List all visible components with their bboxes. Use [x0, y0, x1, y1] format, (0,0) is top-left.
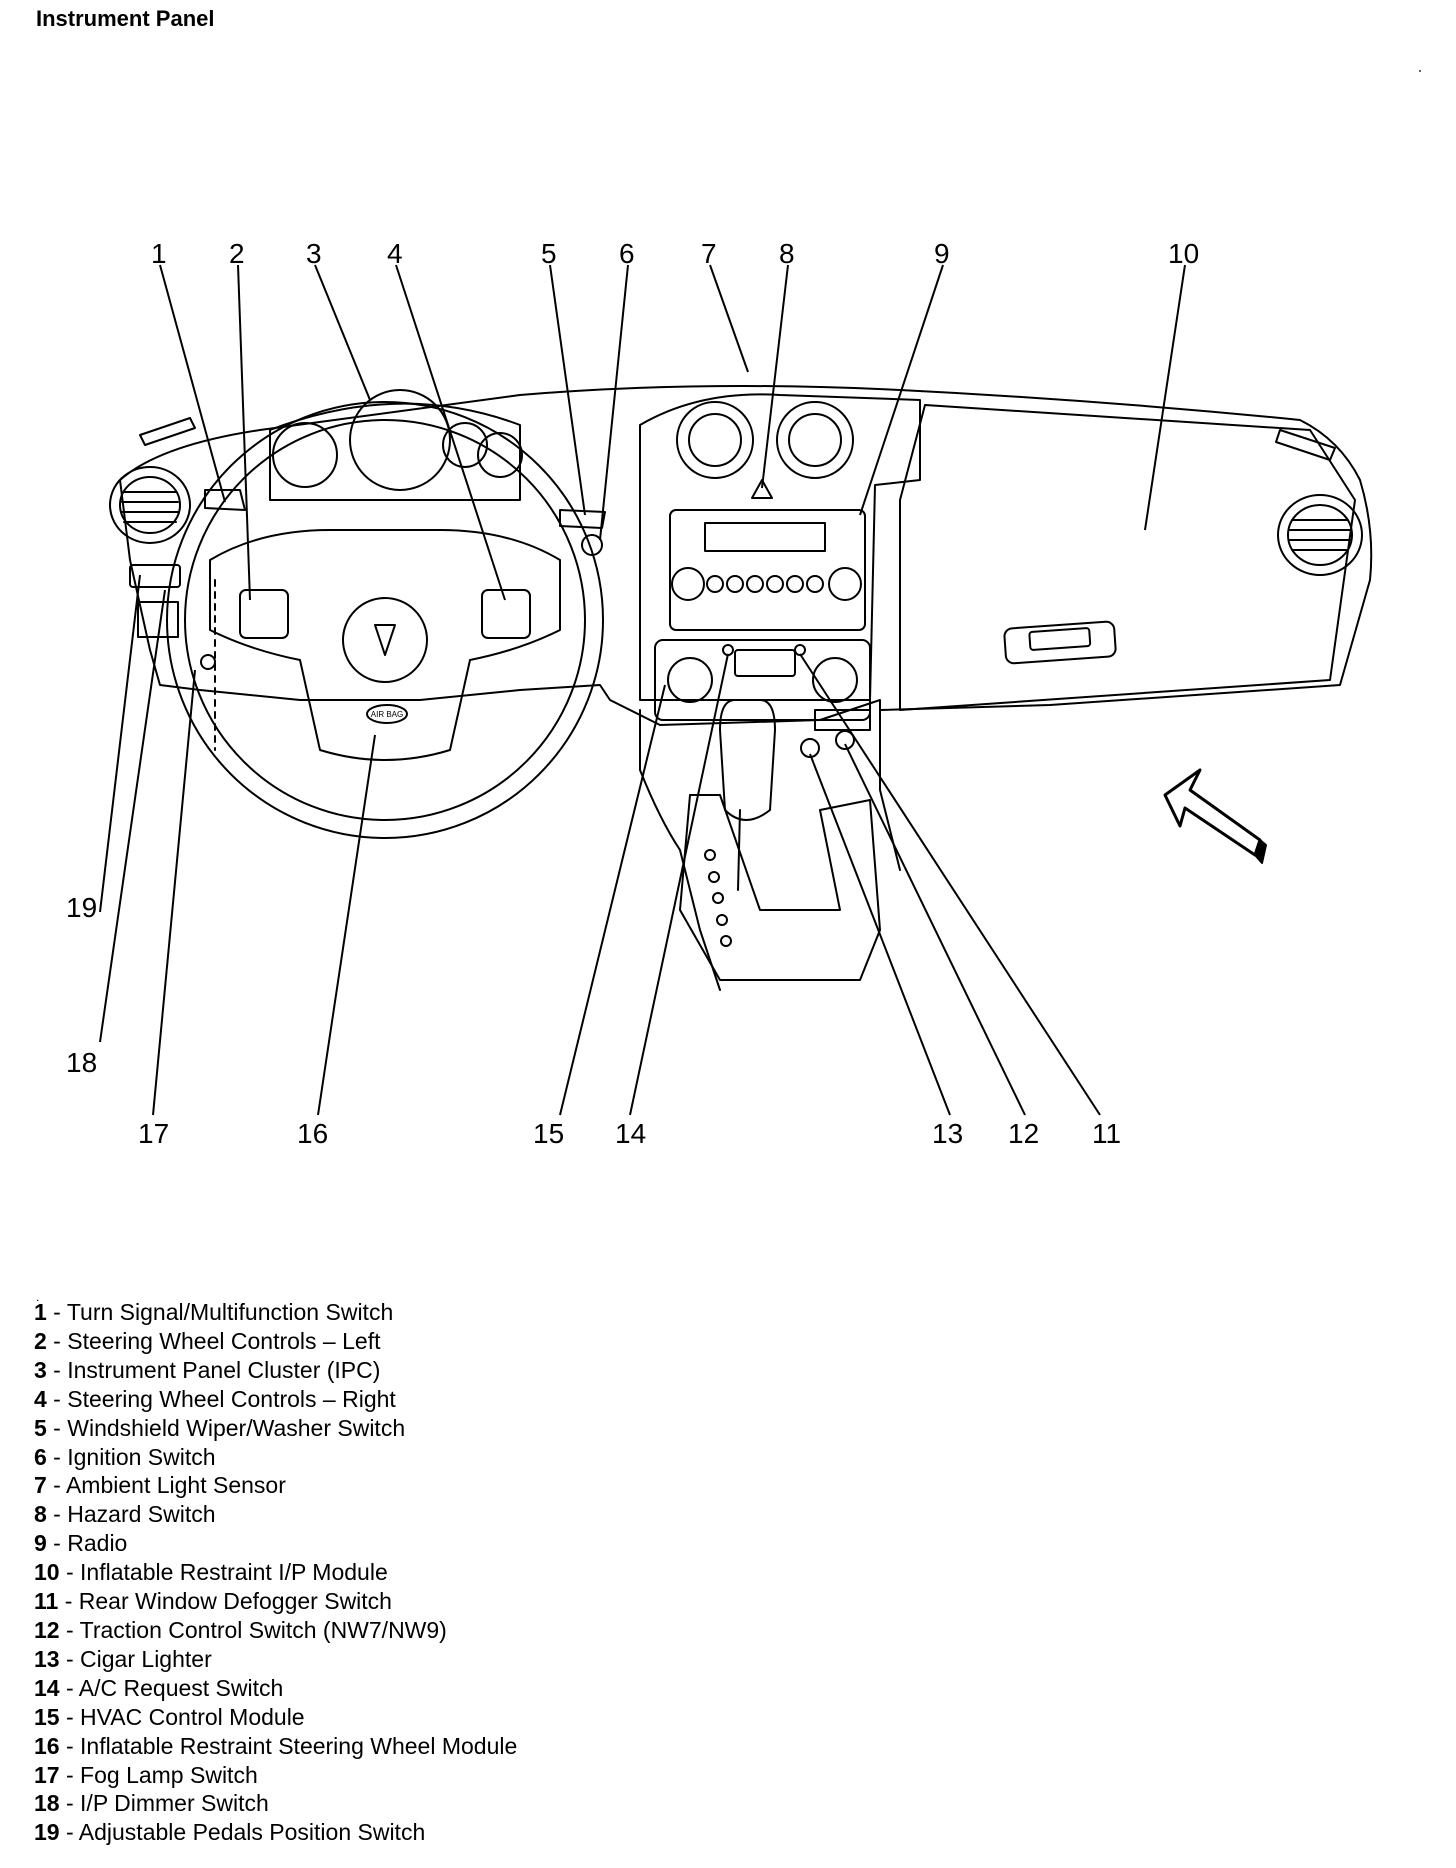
legend-item: 17 - Fog Lamp Switch: [34, 1761, 258, 1788]
legend-item: 4 - Steering Wheel Controls – Right: [34, 1385, 396, 1412]
glovebox-panel: [899, 404, 1356, 711]
legend-item: 14 - A/C Request Switch: [34, 1674, 284, 1701]
callout-10: 10: [1168, 238, 1199, 269]
leader-line-18: [99, 589, 166, 1043]
legend-item: 5 - Windshield Wiper/Washer Switch: [34, 1414, 406, 1441]
callout-1: 1: [151, 238, 167, 269]
callout-6: 6: [619, 238, 635, 269]
legend: 1 - Turn Signal/Multifunction Switch 2 -…: [34, 1298, 517, 1847]
center-vent-right: [776, 401, 854, 479]
callout-7: 7: [701, 238, 717, 269]
radio-unit: [669, 509, 866, 631]
callout-18: 18: [66, 1047, 97, 1078]
callout-4: 4: [387, 238, 403, 269]
leader-line-10: [1144, 264, 1186, 531]
wiper-stalk: [559, 509, 606, 529]
leader-line-5: [549, 264, 586, 516]
dimmer-switch-panel: [129, 564, 181, 588]
left-vent: [109, 466, 191, 544]
legend-item: 16 - Inflatable Restraint Steering Wheel…: [34, 1732, 518, 1759]
leader-line-14: [629, 653, 729, 1116]
left-wheel-controls: [239, 589, 289, 639]
leader-line-1: [159, 264, 226, 503]
hvac-module: [654, 639, 871, 721]
leader-line-12: [844, 743, 1026, 1116]
legend-item: 9 - Radio: [34, 1530, 128, 1557]
legend-item: 3 - Instrument Panel Cluster (IPC): [34, 1356, 381, 1383]
leader-line-19: [99, 574, 141, 913]
ignition-switch: [581, 534, 603, 556]
shift-lever: [719, 699, 776, 821]
glovebox-handle: [1003, 620, 1117, 665]
callout-17: 17: [138, 1118, 169, 1149]
callout-3: 3: [306, 238, 322, 269]
legend-item: 7 - Ambient Light Sensor: [34, 1472, 286, 1499]
center-stack: [639, 393, 921, 701]
leader-line-6: [599, 264, 629, 541]
legend-item: 11 - Rear Window Defogger Switch: [34, 1588, 392, 1615]
dashboard-outline: [119, 385, 1373, 726]
legend-item: 18 - I/P Dimmer Switch: [34, 1790, 269, 1817]
leader-line-15: [559, 684, 666, 1116]
page-title: Instrument Panel: [36, 6, 215, 31]
callout-9: 9: [934, 238, 950, 269]
hazard-switch-graphic: [751, 479, 773, 499]
stray-mark: [1419, 70, 1421, 72]
instrument-cluster: [269, 402, 521, 501]
airbag-label: AIR BAG: [371, 710, 403, 719]
right-vent: [1277, 494, 1363, 576]
callout-15: 15: [533, 1118, 564, 1149]
center-vent-left: [676, 401, 754, 479]
callout-16: 16: [297, 1118, 328, 1149]
legend-item: 13 - Cigar Lighter: [34, 1645, 212, 1672]
callout-8: 8: [779, 238, 795, 269]
callout-19: 19: [66, 892, 97, 923]
leader-line-9: [859, 264, 944, 516]
turn-signal-stalk: [204, 489, 246, 511]
legend-item: 19 - Adjustable Pedals Position Switch: [34, 1819, 426, 1846]
leader-line-4: [395, 264, 506, 601]
radio-preset-buttons: [706, 575, 824, 593]
callout-12: 12: [1008, 1118, 1039, 1149]
cigar-lighter: [800, 738, 820, 758]
leader-line-13: [809, 753, 951, 1116]
legend-item: 1 - Turn Signal/Multifunction Switch: [34, 1299, 394, 1325]
leader-line-3: [314, 264, 371, 401]
callout-5: 5: [541, 238, 557, 269]
callout-11: 11: [1092, 1118, 1121, 1149]
leader-line-2: [237, 264, 251, 601]
leader-line-7: [709, 264, 749, 373]
leader-line-17: [152, 669, 196, 1116]
right-wheel-controls: [481, 589, 531, 639]
callout-14: 14: [615, 1118, 646, 1149]
steering-wheel: [166, 401, 604, 839]
callout-13: 13: [932, 1118, 963, 1149]
legend-tick-mark: .: [36, 1290, 40, 1304]
leader-line-11: [799, 653, 1101, 1116]
shifter-console: [679, 794, 881, 981]
legend-item: 6 - Ignition Switch: [34, 1443, 216, 1470]
leader-line-8: [761, 264, 789, 489]
legend-item: 2 - Steering Wheel Controls – Left: [34, 1327, 381, 1354]
steering-hub: [209, 529, 561, 761]
front-direction-arrow: [1163, 768, 1262, 857]
legend-item: 15 - HVAC Control Module: [34, 1703, 305, 1730]
callout-2: 2: [229, 238, 245, 269]
legend-item: 8 - Hazard Switch: [34, 1501, 216, 1528]
legend-item: 10 - Inflatable Restraint I/P Module: [34, 1559, 388, 1586]
leader-line-16: [317, 734, 376, 1116]
legend-item: 12 - Traction Control Switch (NW7/NW9): [34, 1616, 447, 1643]
instrument-panel-diagram: 1 2 3 4 5 6 7 8 9 10 11 12 13 14 15 16 1…: [66, 238, 1373, 1149]
